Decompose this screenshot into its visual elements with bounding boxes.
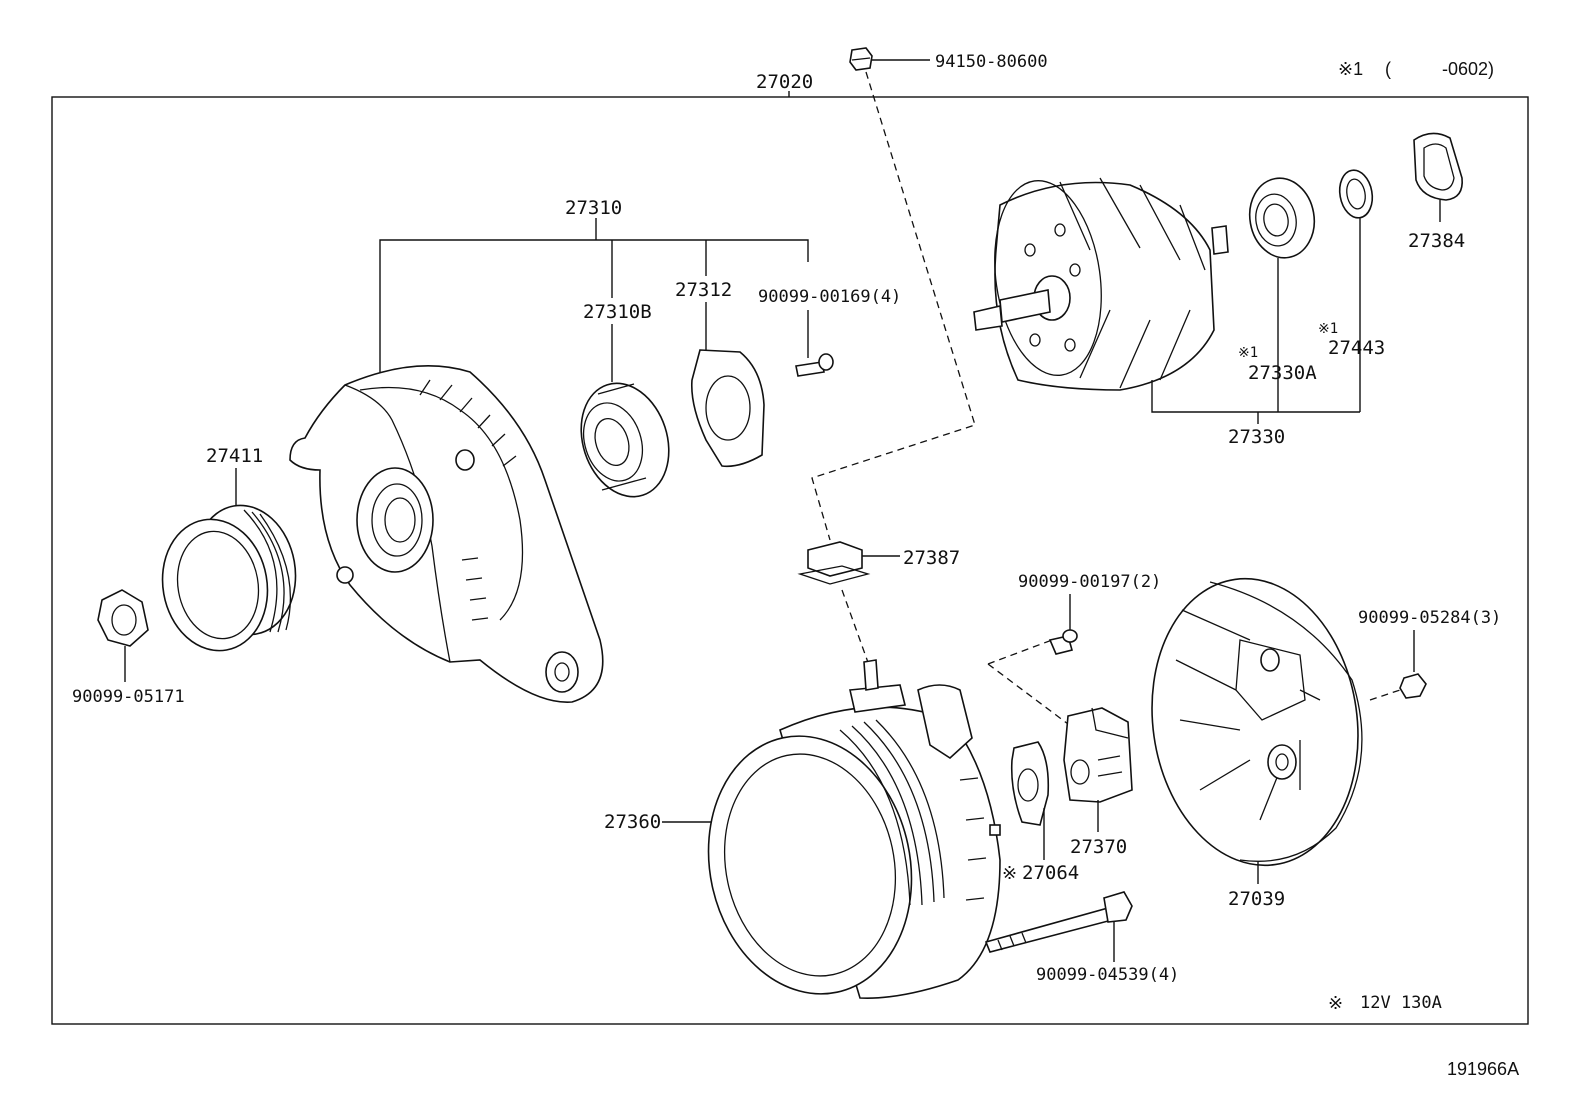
label-90099-00197[interactable]: 90099-00197(2) — [1018, 572, 1161, 592]
label-27310B[interactable]: 27310B — [583, 301, 652, 323]
part-27360-rectifier-end-frame[interactable] — [685, 659, 1001, 1013]
part-27039-rear-cover[interactable] — [1134, 565, 1376, 879]
part-27064-gasket[interactable] — [1010, 741, 1050, 826]
label-90099-05171[interactable]: 90099-05171 — [72, 687, 185, 707]
label-27370[interactable]: 27370 — [1070, 836, 1127, 858]
label-27310[interactable]: 27310 — [565, 197, 622, 219]
label-27064-mark: ※ — [1002, 863, 1017, 883]
figure-id-label: 191966A — [1447, 1059, 1519, 1079]
label-27411[interactable]: 27411 — [206, 445, 263, 467]
part-27387-insulator[interactable] — [797, 541, 871, 585]
part-90099-00169-screw[interactable] — [795, 353, 834, 377]
label-27360[interactable]: 27360 — [604, 811, 661, 833]
part-90099-05171-nut[interactable] — [97, 589, 149, 647]
assembly-frame — [51, 96, 1529, 1025]
label-27330[interactable]: 27330 — [1228, 426, 1285, 448]
label-27384[interactable]: 27384 — [1408, 230, 1465, 252]
note1-mark: ※1 — [1338, 59, 1363, 79]
part-27411-pulley[interactable] — [152, 497, 305, 659]
note1-range: -0602) — [1442, 59, 1494, 79]
label-27064[interactable]: 27064 — [1022, 862, 1079, 884]
note1-open: ( — [1385, 59, 1391, 79]
label-90099-00169[interactable]: 90099-00169(4) — [758, 287, 901, 307]
part-94150-80600-nut[interactable] — [849, 47, 873, 71]
part-27384-cover[interactable] — [1413, 132, 1463, 201]
label-90099-04539[interactable]: 90099-04539(4) — [1036, 965, 1179, 985]
note2-mark: ※ — [1328, 993, 1343, 1013]
label-27387[interactable]: 27387 — [903, 547, 960, 569]
part-90099-00197-screw[interactable] — [1048, 629, 1078, 655]
label-27443[interactable]: 27443 — [1328, 337, 1385, 359]
label-27330A[interactable]: 27330A — [1248, 362, 1317, 384]
label-27312[interactable]: 27312 — [675, 279, 732, 301]
assembly-number-label[interactable]: 27020 — [756, 71, 813, 93]
part-90099-05284-nut[interactable] — [1399, 673, 1427, 699]
label-27443-mark: ※1 — [1318, 321, 1338, 337]
note2-text: 12V 130A — [1360, 993, 1442, 1013]
part-27330-rotor[interactable] — [973, 174, 1229, 391]
part-27443-washer[interactable] — [1336, 168, 1376, 221]
label-27330A-mark: ※1 — [1238, 345, 1258, 361]
part-27330A-bearing[interactable] — [1244, 173, 1321, 263]
part-90099-04539-bolt[interactable] — [984, 891, 1133, 953]
part-27312-retainer[interactable] — [690, 349, 765, 468]
part-27310B-bearing[interactable] — [567, 372, 683, 508]
label-94150-80600[interactable]: 94150-80600 — [935, 52, 1048, 72]
label-27039[interactable]: 27039 — [1228, 888, 1285, 910]
part-27310-drive-end-frame[interactable] — [289, 365, 604, 703]
part-27370-regulator[interactable] — [1063, 707, 1133, 803]
label-90099-05284[interactable]: 90099-05284(3) — [1358, 608, 1501, 628]
